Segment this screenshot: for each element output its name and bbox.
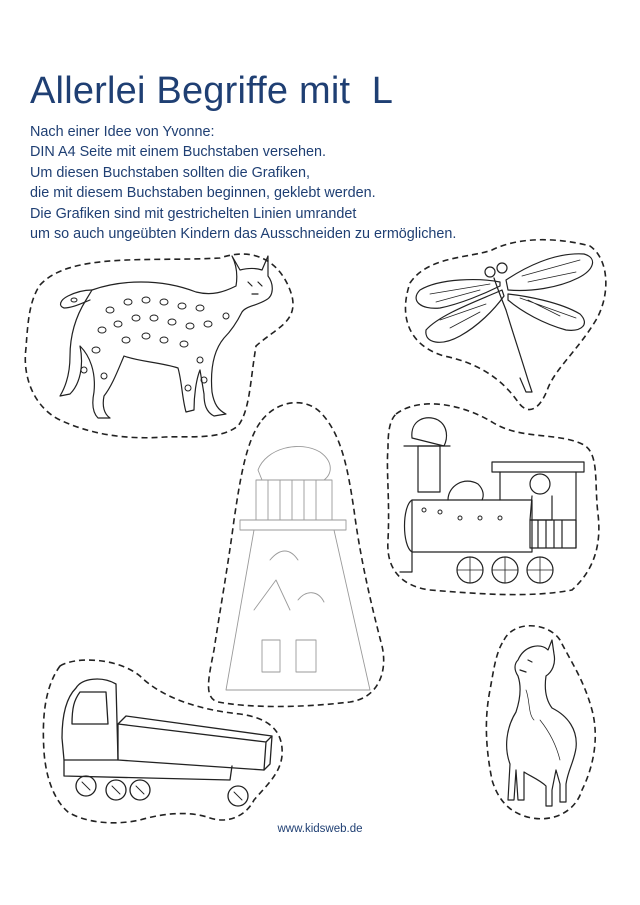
lighthouse-cut-line [207,401,385,708]
intro-line: um so auch ungeübten Kindern das Ausschn… [30,226,457,243]
intro-line: die mit diesem Buchstaben beginnen, gekl… [30,185,376,202]
llama-cut-line [485,625,597,820]
page-title: Allerlei Begriffe mit L [30,70,394,112]
truck-icon [61,678,273,807]
intro-line: DIN A4 Seite mit einem Buchstaben verseh… [30,144,326,161]
lynx-icon [59,255,273,419]
intro-line: Um diesen Buchstaben sollten die Grafike… [30,164,310,181]
truck-cut-line [42,659,283,824]
cut-lines [24,238,607,824]
footer-link[interactable]: www.kidsweb.de [277,823,363,835]
lynx-cut-line [24,253,294,439]
lighthouse-icon [225,445,371,691]
intro-text: Nach einer Idee von Yvonne: DIN A4 Seite… [30,122,630,244]
intro-line: Nach einer Idee von Yvonne: [30,124,215,140]
locomotive-cut-line [386,403,600,596]
dragonfly-icon [415,253,594,393]
intro-line: Die Grafiken sind mit gestrichelten Lini… [30,205,357,222]
locomotive-icon [399,417,585,584]
llama-icon [506,639,577,807]
